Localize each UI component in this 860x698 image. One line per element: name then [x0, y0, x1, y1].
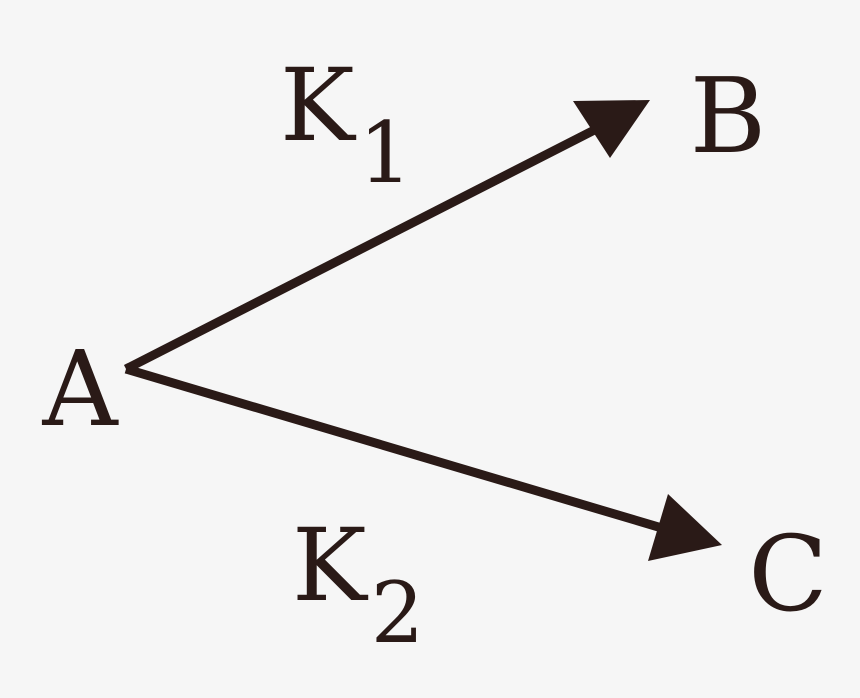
- arrowhead-b-icon: [573, 100, 650, 158]
- arrow-a-to-c: [124, 364, 722, 561]
- node-b-label: B: [690, 55, 766, 177]
- node-a-label: A: [41, 328, 119, 450]
- rate-k1-symbol: K: [280, 47, 357, 164]
- arrowhead-c-icon: [648, 494, 722, 561]
- rate-k2-subscript: 2: [371, 564, 424, 662]
- rate-k2-label: K2: [292, 507, 424, 662]
- rate-k1-subscript: 1: [359, 104, 412, 202]
- arrow-a-to-b: [123, 100, 650, 374]
- node-c-label: C: [748, 513, 828, 635]
- rate-k1-label: K1: [280, 47, 412, 202]
- rate-k2-symbol: K: [292, 507, 369, 624]
